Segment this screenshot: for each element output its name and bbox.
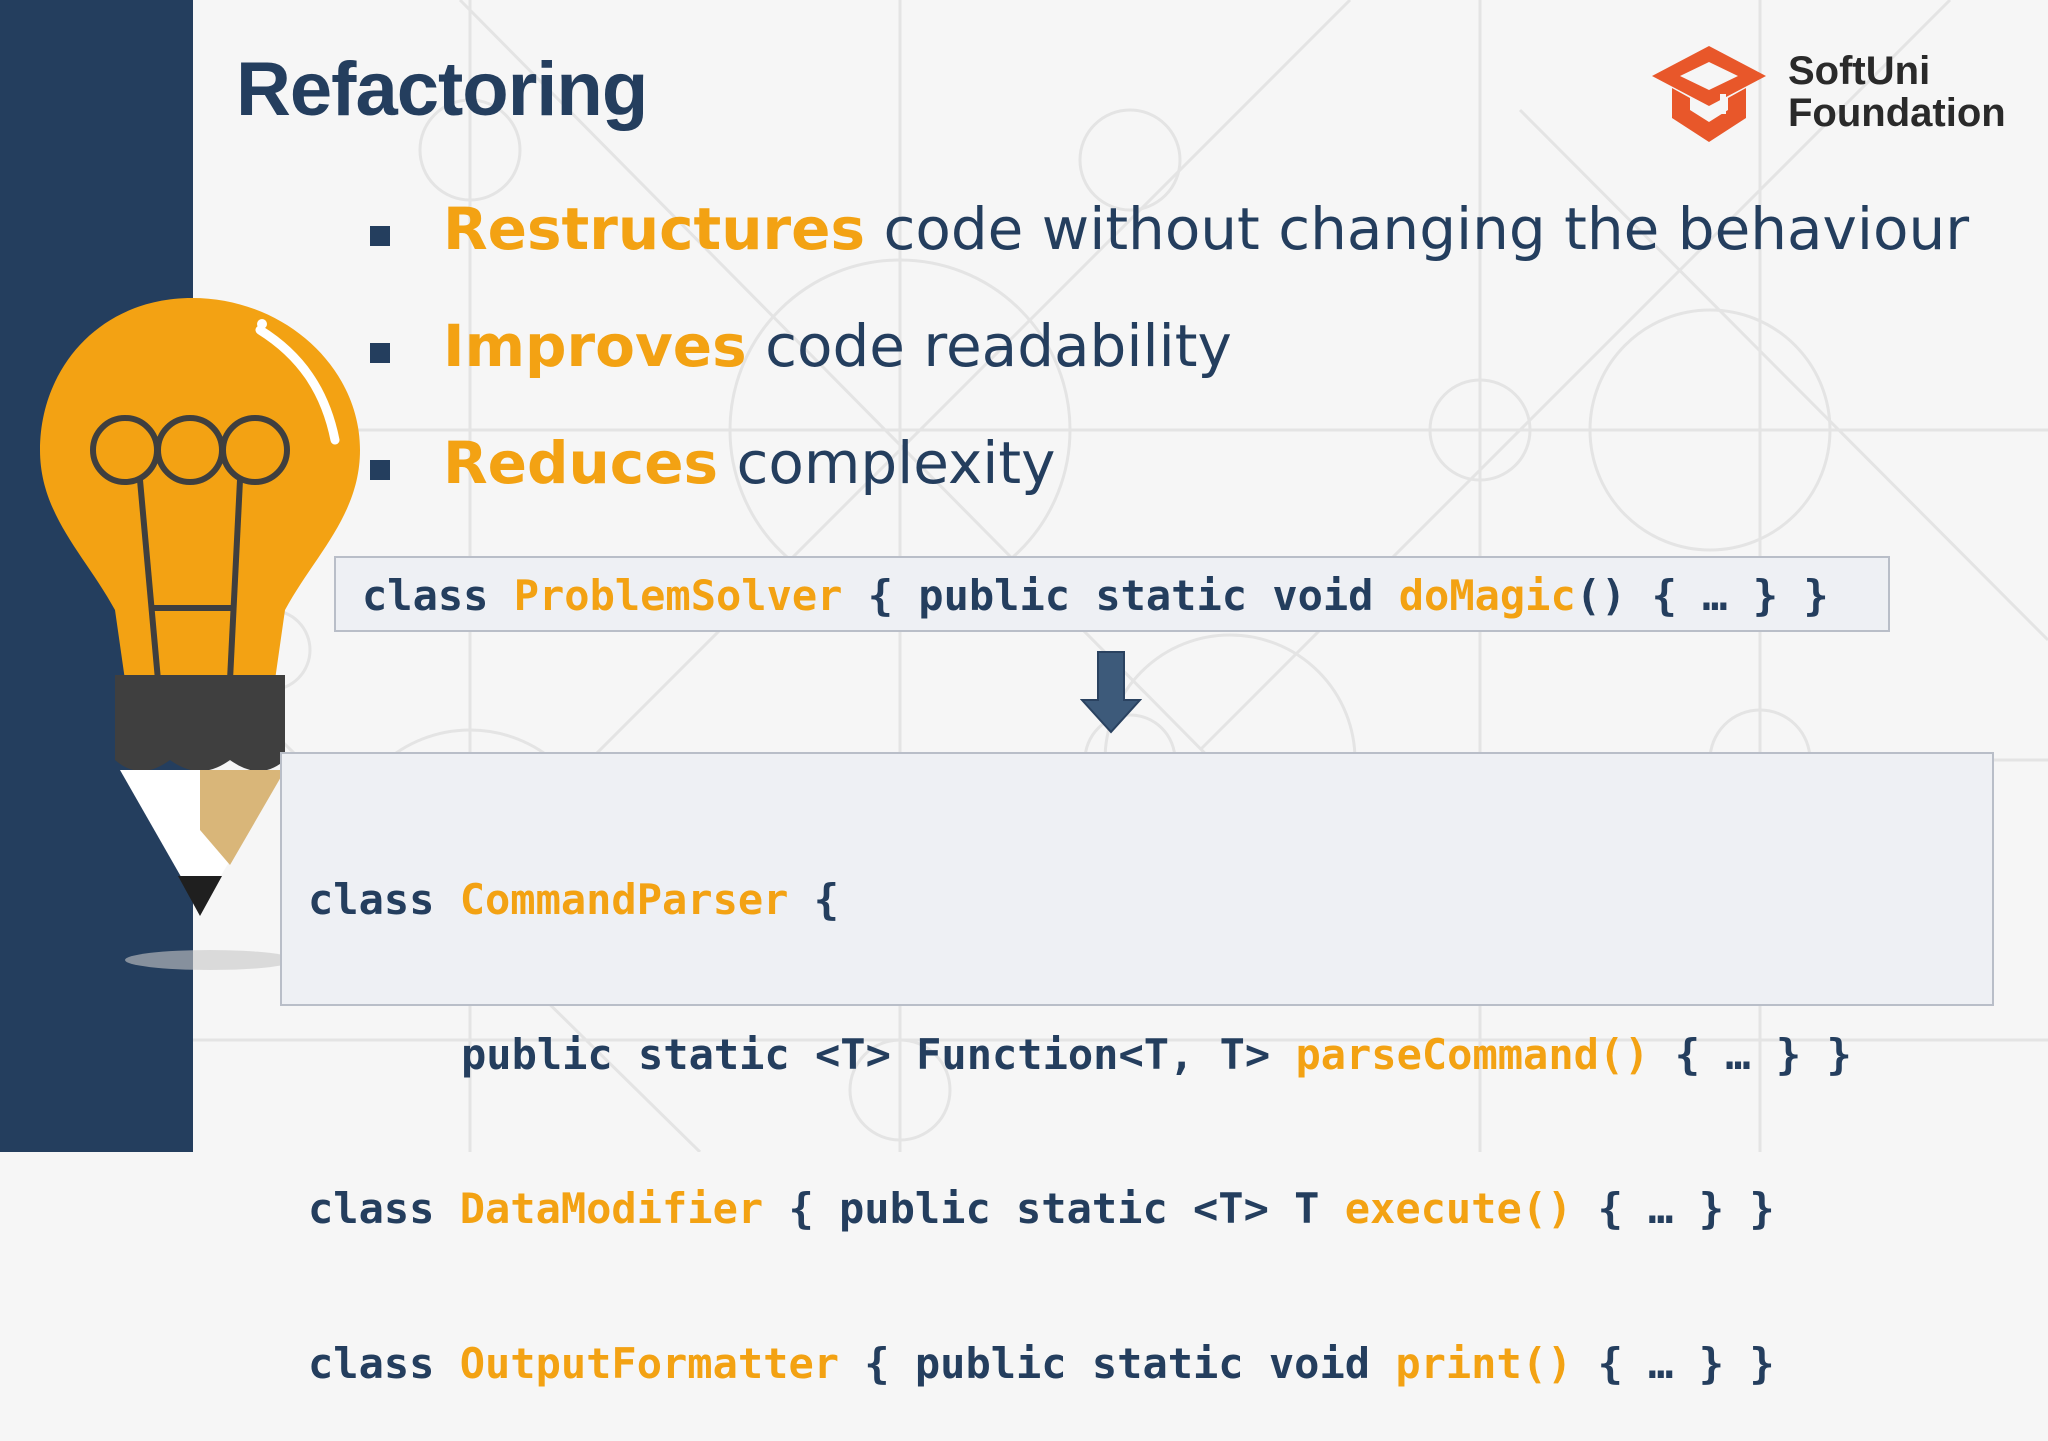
- code-class-name: OutputFormatter: [459, 1338, 840, 1388]
- code-text: { … } }: [1572, 1184, 1775, 1233]
- bullet-highlight: Improves: [443, 312, 747, 380]
- code-text: { public static void: [839, 1338, 1396, 1388]
- bullet-highlight: Reduces: [443, 429, 719, 497]
- code-method-name: parseCommand(): [1295, 1029, 1650, 1079]
- lightbulb-pencil-illustration: [40, 298, 360, 970]
- bullet-rest: code without changing the behaviour: [865, 195, 1970, 263]
- code-method-name: print(): [1395, 1338, 1573, 1388]
- code-before-box: class ProblemSolver { public static void…: [334, 556, 1890, 632]
- code-text: public static <T> Function<T, T>: [461, 1029, 1296, 1079]
- bullet-square-icon: [370, 343, 390, 363]
- code-line: class OutputFormatter { public static vo…: [308, 1336, 1992, 1393]
- bullet-square-icon: [370, 460, 390, 480]
- code-text: { public static <T> T: [763, 1184, 1345, 1233]
- code-text: { public static void: [842, 571, 1399, 620]
- code-after-box: class CommandParser { public static <T> …: [280, 752, 1994, 1388]
- slide-title: Refactoring: [236, 47, 648, 132]
- softuni-logo-icon: [1652, 46, 1766, 142]
- bullet-rest: code readability: [746, 312, 1232, 380]
- bullet-square-icon: [370, 226, 390, 246]
- code-text: {: [788, 875, 840, 924]
- code-text: { … } }: [1572, 1338, 1775, 1388]
- code-text: () { … } }: [1575, 571, 1829, 620]
- code-method-name: execute(): [1344, 1184, 1573, 1233]
- code-class-name: DataModifier: [459, 1184, 764, 1233]
- code-keyword: class: [308, 1184, 460, 1233]
- code-keyword: class: [308, 1338, 460, 1388]
- bullet-text: Reduces complexity: [443, 430, 1055, 497]
- bullet-text: Restructures code without changing the b…: [443, 196, 1969, 263]
- code-method-name: doMagic: [1398, 571, 1576, 620]
- code-line: public static <T> Function<T, T> parseCo…: [308, 1027, 1992, 1084]
- code-keyword: class: [308, 875, 460, 924]
- bullet-rest: complexity: [718, 429, 1056, 497]
- logo-line-1: SoftUni: [1788, 49, 1931, 93]
- down-arrow-icon: [1080, 651, 1142, 734]
- code-text: { … } }: [1649, 1029, 1852, 1079]
- code-keyword: class: [362, 571, 514, 620]
- bullet-highlight: Restructures: [443, 195, 866, 263]
- code-class-name: ProblemSolver: [513, 571, 843, 620]
- logo-line-2: Foundation: [1788, 91, 2006, 135]
- bullet-text: Improves code readability: [443, 313, 1232, 380]
- code-line: class DataModifier { public static <T> T…: [308, 1181, 1992, 1238]
- code-class-name: CommandParser: [459, 875, 789, 924]
- code-line: class CommandParser {: [308, 872, 1992, 929]
- softuni-logo: SoftUni Foundation: [1650, 44, 2020, 144]
